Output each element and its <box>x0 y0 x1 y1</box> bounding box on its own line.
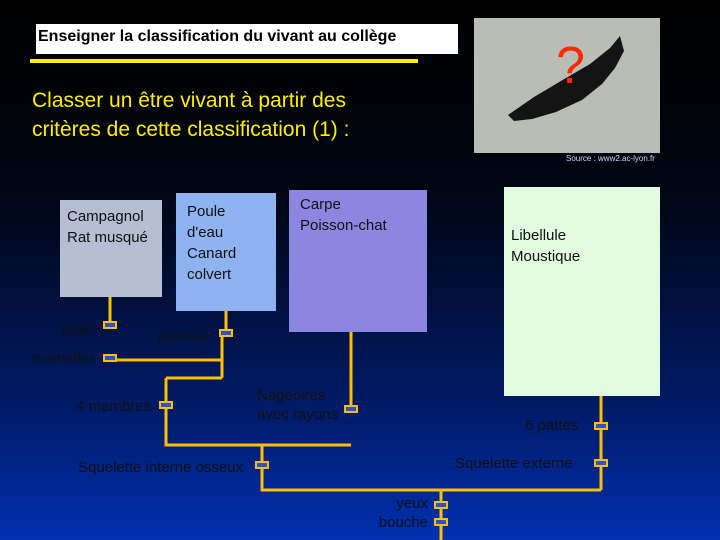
species-label: Libellule <box>511 227 567 244</box>
page-header-title: Enseigner la classification du vivant au… <box>36 24 458 54</box>
criterion-internal-skeleton: Squelette interne osseux <box>78 459 244 476</box>
species-label: Canard <box>187 245 237 262</box>
attribute-marker <box>434 518 448 526</box>
attribute-marker <box>159 401 173 409</box>
subtitle-line-2: critères de cette classification (1) : <box>32 118 350 141</box>
attribute-marker <box>594 459 608 467</box>
attribute-marker <box>344 405 358 413</box>
attribute-marker <box>255 461 269 469</box>
photo-source: Source : www2.ac-lyon.fr <box>566 154 655 163</box>
attribute-marker <box>594 422 608 430</box>
criterion-hair: poils <box>62 321 93 338</box>
tree-connector-tetrapods <box>164 376 351 447</box>
criterion-external-skeleton: Squelette externe <box>455 455 573 472</box>
criterion-rayed-fins: Nageoires avec rayons <box>257 387 338 423</box>
species-label: Campagnol <box>67 208 144 225</box>
group-box-mammals: Campagnol Rat musqué <box>60 200 162 297</box>
species-label: Poisson-chat <box>300 217 387 234</box>
group-box-birds: Poule d'eau Canard colvert <box>176 193 276 311</box>
bat-photo <box>474 18 660 153</box>
group-box-insects: Libellule Moustique <box>504 187 660 396</box>
attribute-marker <box>219 329 233 337</box>
criterion-feathers: plumes <box>158 328 207 345</box>
species-label: Carpe <box>300 196 341 213</box>
attribute-marker <box>103 321 117 329</box>
species-label: colvert <box>187 266 232 283</box>
criterion-four-limbs: 4 membres <box>76 398 152 415</box>
attribute-marker <box>103 354 117 362</box>
tree-connector-mammals-birds <box>110 337 224 378</box>
criterion-eyes-mouth: yeux bouche <box>378 495 428 531</box>
title-underline <box>30 59 418 63</box>
species-label: Rat musqué <box>67 229 148 246</box>
species-label: Poule <box>187 203 226 220</box>
criterion-udders: mamelles <box>32 350 97 367</box>
species-label: Moustique <box>511 248 581 265</box>
bat-silhouette-icon <box>508 36 624 121</box>
subtitle-line-1: Classer un être vivant à partir des <box>32 89 346 112</box>
attribute-marker <box>434 501 448 509</box>
group-box-fish: Carpe Poisson-chat <box>289 190 427 332</box>
question-mark: ? <box>556 37 585 95</box>
species-label: d'eau <box>187 224 224 241</box>
tree-connector-vertebrates <box>260 445 601 540</box>
criterion-six-legs: 6 pattes <box>525 417 579 434</box>
